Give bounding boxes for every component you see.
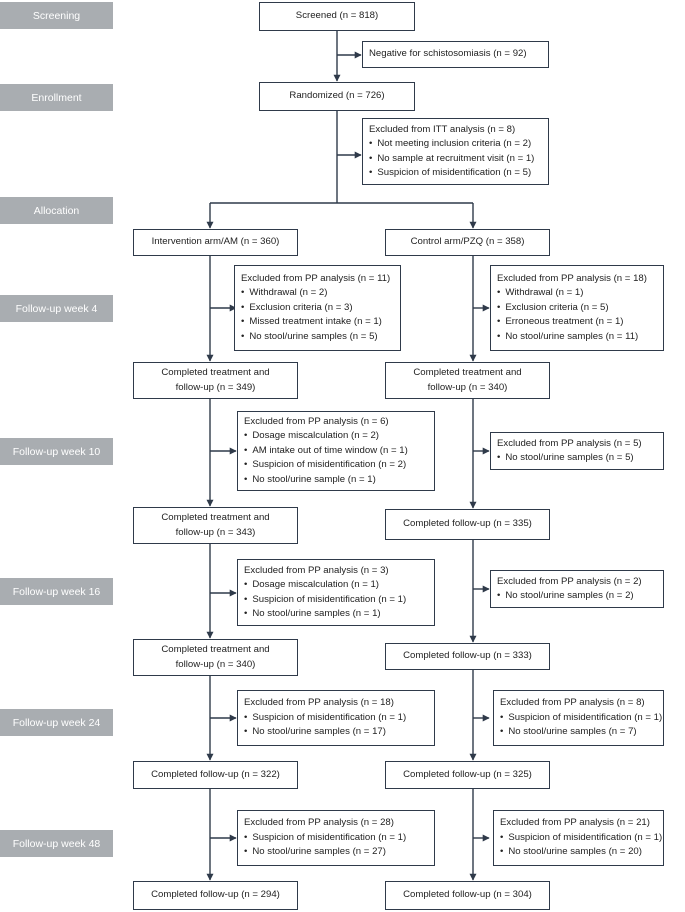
bullet-item: Dosage miscalculation (n = 2)	[244, 429, 428, 443]
box-text: Completed treatment and	[413, 367, 522, 379]
box-text: Completed follow-up (n = 325)	[403, 768, 532, 780]
box-text: Completed follow-up (n = 322)	[151, 768, 280, 780]
stage-label-follow-up-week-10: Follow-up week 10	[0, 438, 113, 465]
box-itt-excluded: Excluded from ITT analysis (n = 8) Not me…	[362, 118, 549, 185]
bullet-item: No sample at recruitment visit (n = 1)	[369, 152, 542, 166]
stage-label-follow-up-week-48: Follow-up week 48	[0, 830, 113, 857]
box-heading: Excluded from PP analysis (n = 2)	[497, 575, 642, 587]
box-text: follow-up (n = 349)	[175, 381, 256, 393]
bullet-item: Exclusion criteria (n = 3)	[241, 301, 394, 315]
bullet-item: No stool/urine samples (n = 2)	[497, 589, 657, 603]
box-am-w48: Completed follow-up (n = 294)	[133, 881, 298, 910]
bullet-item: No stool/urine sample (n = 1)	[244, 473, 428, 487]
box-pzq-excl-w16: Excluded from PP analysis (n = 2) No stoo…	[490, 570, 664, 608]
stage-label-follow-up-week-16: Follow-up week 16	[0, 578, 113, 605]
box-text: Control arm/PZQ (n = 358)	[410, 236, 525, 248]
bullet-item: Withdrawal (n = 1)	[497, 286, 657, 300]
box-text: Completed follow-up (n = 294)	[151, 889, 280, 901]
stage-label-screening: Screening	[0, 2, 113, 29]
box-pzq-w10: Completed follow-up (n = 335)	[385, 509, 550, 540]
bullet-item: No stool/urine samples (n = 7)	[500, 725, 657, 739]
box-text: Randomized (n = 726)	[289, 90, 385, 102]
box-text: follow-up (n = 343)	[175, 526, 256, 538]
bullet-item: Withdrawal (n = 2)	[241, 286, 394, 300]
box-pzq-w48: Completed follow-up (n = 304)	[385, 881, 550, 910]
box-arm-pzq: Control arm/PZQ (n = 358)	[385, 229, 550, 256]
bullet-item: Exclusion criteria (n = 5)	[497, 301, 657, 315]
box-text: follow-up (n = 340)	[427, 381, 508, 393]
bullet-item: Suspicion of misidentification (n = 2)	[244, 458, 428, 472]
bullet-item: Suspicion of misidentification (n = 1)	[244, 831, 428, 845]
bullet-item: Dosage miscalculation (n = 1)	[244, 578, 428, 592]
stage-label-allocation: Allocation	[0, 197, 113, 224]
bullet-item: Suspicion of misidentification (n = 1)	[244, 711, 428, 725]
bullet-item: Not meeting inclusion criteria (n = 2)	[369, 137, 542, 151]
bullet-item: Erroneous treatment (n = 1)	[497, 315, 657, 329]
bullet-item: No stool/urine samples (n = 20)	[500, 845, 657, 859]
box-heading: Excluded from PP analysis (n = 11)	[241, 273, 391, 285]
bullet-item: Suspicion of misidentification (n = 1)	[500, 711, 662, 725]
box-text: Screened (n = 818)	[295, 10, 379, 22]
box-am-excl-w24: Excluded from PP analysis (n = 18) Suspic…	[237, 690, 435, 746]
box-heading: Excluded from PP analysis (n = 28)	[244, 817, 394, 829]
box-pzq-w4: Completed treatment and follow-up (n = 34…	[385, 362, 550, 399]
box-pzq-excl-w48: Excluded from PP analysis (n = 21) Suspic…	[493, 810, 664, 866]
bullet-item: No stool/urine samples (n = 1)	[244, 607, 428, 621]
box-text: Completed follow-up (n = 304)	[403, 889, 532, 901]
box-heading: Excluded from PP analysis (n = 5)	[497, 437, 642, 449]
box-am-w10: Completed treatment and follow-up (n = 34…	[133, 507, 298, 544]
box-am-excl-w10: Excluded from PP analysis (n = 6)Dosage …	[237, 411, 435, 491]
box-am-excl-w48: Excluded from PP analysis (n = 28) Suspic…	[237, 810, 435, 866]
bullet-item: No stool/urine samples (n = 17)	[244, 725, 428, 739]
box-text: Negative for schistosomiasis (n = 92)	[369, 48, 527, 60]
box-pzq-w16: Completed follow-up (n = 333)	[385, 643, 550, 670]
box-text: Intervention arm/AM (n = 360)	[151, 236, 280, 248]
stage-label-follow-up-week-4: Follow-up week 4	[0, 295, 113, 322]
box-text: Completed follow-up (n = 335)	[403, 518, 532, 530]
bullet-item: Suspicion of misidentification (n = 5)	[369, 166, 542, 180]
box-text: follow-up (n = 340)	[175, 658, 256, 670]
box-negative: Negative for schistosomiasis (n = 92)	[362, 41, 549, 68]
box-pzq-excl-w4: Excluded from PP analysis (n = 18)Withdr…	[490, 265, 664, 351]
box-am-excl-w16: Excluded from PP analysis (n = 3) Dosage …	[237, 559, 435, 626]
box-randomized: Randomized (n = 726)	[259, 82, 415, 111]
box-heading: Excluded from PP analysis (n = 21)	[500, 817, 650, 829]
box-heading: Excluded from PP analysis (n = 8)	[500, 697, 645, 709]
box-text: Completed treatment and	[161, 644, 270, 656]
bullet-item: No stool/urine samples (n = 11)	[497, 330, 657, 344]
box-heading: Excluded from PP analysis (n = 6)	[244, 416, 389, 428]
box-heading: Excluded from ITT analysis (n = 8)	[369, 123, 516, 135]
bullet-item: No stool/urine samples (n = 5)	[497, 451, 657, 465]
box-heading: Excluded from PP analysis (n = 18)	[244, 697, 394, 709]
stage-label-enrollment: Enrollment	[0, 84, 113, 111]
box-heading: Excluded from PP analysis (n = 3)	[244, 564, 389, 576]
box-am-w4: Completed treatment and follow-up (n = 34…	[133, 362, 298, 399]
bullet-item: No stool/urine samples (n = 5)	[241, 330, 394, 344]
bullet-item: Missed treatment intake (n = 1)	[241, 315, 394, 329]
bullet-item: Suspicion of misidentification (n = 1)	[500, 831, 662, 845]
bullet-item: Suspicion of misidentification (n = 1)	[244, 593, 428, 607]
box-heading: Excluded from PP analysis (n = 18)	[497, 273, 647, 285]
bullet-item: AM intake out of time window (n = 1)	[244, 444, 428, 458]
box-pzq-w24: Completed follow-up (n = 325)	[385, 761, 550, 789]
box-arm-am: Intervention arm/AM (n = 360)	[133, 229, 298, 256]
box-pzq-excl-w10: Excluded from PP analysis (n = 5) No stoo…	[490, 432, 664, 470]
box-am-excl-w4: Excluded from PP analysis (n = 11)Withdr…	[234, 265, 401, 351]
box-text: Completed treatment and	[161, 367, 270, 379]
stage-label-follow-up-week-24: Follow-up week 24	[0, 709, 113, 736]
box-text: Completed follow-up (n = 333)	[403, 650, 532, 662]
bullet-item: No stool/urine samples (n = 27)	[244, 845, 428, 859]
box-am-w24: Completed follow-up (n = 322)	[133, 761, 298, 789]
box-am-w16: Completed treatment and follow-up (n = 34…	[133, 639, 298, 676]
box-text: Completed treatment and	[161, 512, 270, 524]
box-screened: Screened (n = 818)	[259, 2, 415, 31]
box-pzq-excl-w24: Excluded from PP analysis (n = 8) Suspici…	[493, 690, 664, 746]
